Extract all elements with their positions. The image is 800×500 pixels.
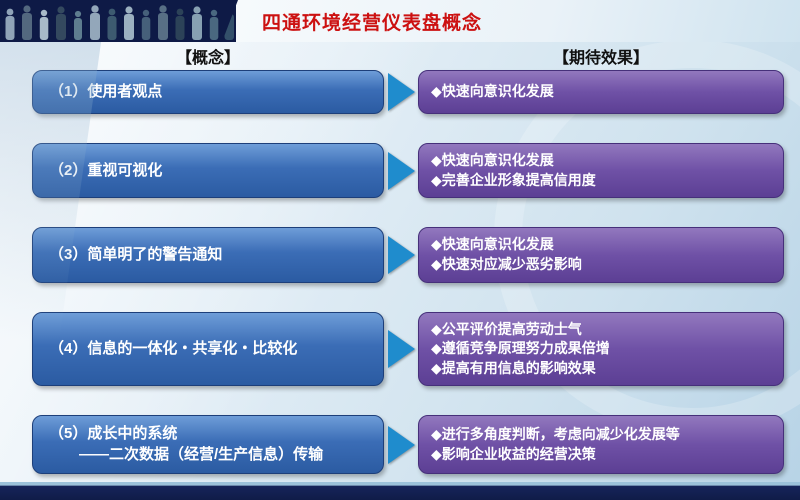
concept-text: （3）简单明了的警告通知 [49,245,223,263]
effect-text: ◆完善企业形象提高信用度 [431,171,596,188]
effect-text: ◆快速向意识化发展 [431,236,554,253]
people-silhouettes-image [0,0,236,42]
concept-text: （1）使用者观点 [49,82,163,100]
effect-text: ◆快速向意识化发展 [431,83,554,100]
header-bar: 四通环境经营仪表盘概念 [0,0,800,42]
concept-effect-rows: （1）使用者观点 ◆快速向意识化发展 （2）重视可视化 ◆快速向意识化发展 ◆完善企业形… [32,66,784,480]
arrow-container [384,70,418,114]
footer-bar [0,482,800,500]
concept-box: （2）重视可视化 [32,143,384,199]
right-arrow-icon [387,235,415,274]
concept-row: （1）使用者观点 ◆快速向意识化发展 [32,70,784,114]
concept-box: （4）信息的一体化・共享化・比较化 [32,311,384,387]
effect-text: ◆遵循竞争原理努力成果倍增 [431,340,610,357]
arrow-container [384,415,418,474]
right-arrow-icon [387,330,415,368]
concept-row: （4）信息的一体化・共享化・比较化 ◆公平评价提高劳动士气 ◆遵循竞争原理努力成果倍… [32,311,784,387]
effect-text: ◆提高有用信息的影响效果 [431,359,596,376]
column-headers: 【概念】 【期待效果】 [32,44,784,68]
effect-box: ◆快速向意识化发展 [418,70,784,114]
effect-text: ◆快速对应减少恶劣影响 [431,255,582,272]
effect-box: ◆快速向意识化发展 ◆完善企业形象提高信用度 [418,143,784,199]
effect-box: ◆快速向意识化发展 ◆快速对应减少恶劣影响 [418,227,784,283]
concept-box: （3）简单明了的警告通知 [32,227,384,283]
concept-column-header: 【概念】 [175,50,240,67]
concept-row: （5）成长中的系统 ——二次数据（经营/生产信息）传输 ◆进行多角度判断，考虑向减少… [32,415,784,474]
effect-box: ◆进行多角度判断，考虑向减少化发展等 ◆影响企业收益的经营决策 [418,415,784,474]
concept-text: （4）信息的一体化・共享化・比较化 [49,339,298,357]
arrow-container [384,227,418,282]
right-arrow-icon [387,73,415,111]
effects-column-header: 【期待效果】 [552,50,649,67]
concept-row: （2）重视可视化 ◆快速向意识化发展 ◆完善企业形象提高信用度 [32,143,784,199]
effect-text: ◆影响企业收益的经营决策 [431,445,596,462]
arrow-container [384,143,418,198]
page-title: 四通环境经营仪表盘概念 [262,12,483,34]
concept-text: ——二次数据（经营/生产信息）传输 [79,445,324,463]
arrow-container [384,312,418,387]
title-band: 四通环境经营仪表盘概念 [222,0,800,42]
effect-text: ◆公平评价提高劳动士气 [431,320,582,337]
right-arrow-icon [387,151,415,190]
concept-text: （2）重视可视化 [49,161,163,179]
effect-box: ◆公平评价提高劳动士气 ◆遵循竞争原理努力成果倍增 ◆提高有用信息的影响效果 [418,311,784,387]
effect-text: ◆进行多角度判断，考虑向减少化发展等 [431,426,680,443]
effect-text: ◆快速向意识化发展 [431,152,554,169]
concept-row: （3）简单明了的警告通知 ◆快速向意识化发展 ◆快速对应减少恶劣影响 [32,227,784,283]
concept-box: （1）使用者观点 [32,70,384,114]
concept-text: （5）成长中的系统 [49,425,178,443]
right-arrow-icon [387,425,415,464]
people-silhouettes-icon [0,0,236,42]
concept-box: （5）成长中的系统 ——二次数据（经营/生产信息）传输 [32,415,384,474]
